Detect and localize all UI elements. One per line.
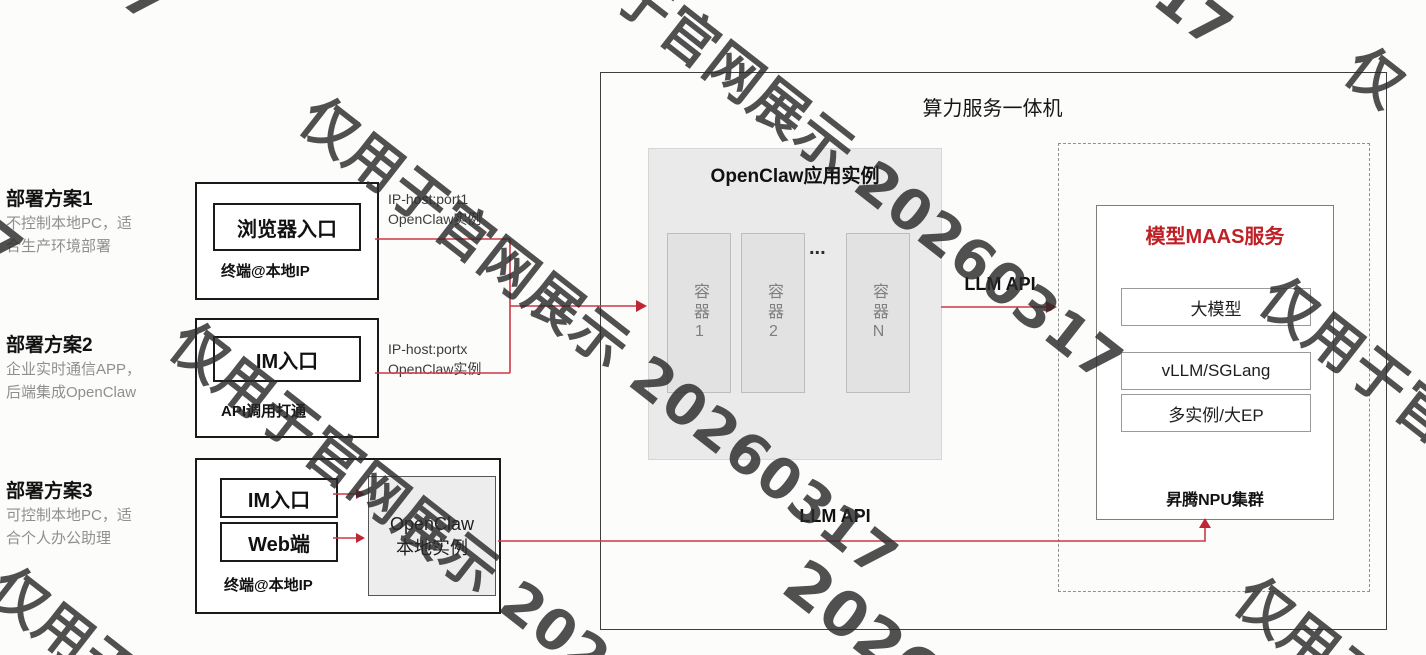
maas-title: 模型MAAS服务 xyxy=(1145,226,1285,248)
local-instance-line1: OpenClaw xyxy=(389,513,475,534)
deployment-2-box: IM入口 API调用打通 xyxy=(195,318,379,438)
browser-entry-box: 浏览器入口 xyxy=(213,203,361,251)
deployment-1-footer: 终端@本地IP xyxy=(221,263,310,280)
connection-label-portx-line2: OpenClaw实例 xyxy=(388,360,482,377)
maas-dashed-region xyxy=(1058,143,1370,592)
deployment-1-desc-line1: 不控制本地PC，适 xyxy=(6,215,132,232)
llm-api-label-top: LLM API xyxy=(964,274,1036,294)
deployment-1-title: 部署方案1 xyxy=(6,189,93,210)
deployment-2-footer: API调用打通 xyxy=(221,403,307,420)
maas-npu-cluster-label: 昇腾NPU集群 xyxy=(1166,492,1264,509)
deployment-3-footer: 终端@本地IP xyxy=(224,577,313,594)
deployment-1-box: 浏览器入口 终端@本地IP xyxy=(195,182,379,300)
compute-appliance-title: 算力服务一体机 xyxy=(922,98,1063,120)
connection-label-port1-line1: IP-host:port1 xyxy=(388,191,469,207)
llm-api-label-bottom: LLM API xyxy=(799,506,871,526)
maas-item-multi-instance: 多实例/大EP xyxy=(1121,394,1311,432)
deployment-3-box: IM入口 Web端 OpenClaw 本地实例 终端@本地IP xyxy=(195,458,501,614)
im-entry-box-2: IM入口 xyxy=(220,478,338,518)
deployment-1-desc-line2: 合生产环境部署 xyxy=(6,238,112,256)
maas-item-large-model: 大模型 xyxy=(1121,288,1311,326)
container-n-label: 容器N xyxy=(870,282,887,344)
openclaw-app-panel: OpenClaw应用实例 容器1 容器2 ... 容器N xyxy=(648,148,942,460)
connection-label-port1: IP-host:port1 OpenClaw实例 xyxy=(388,190,481,229)
connection-label-portx-line1: IP-host:portx xyxy=(388,341,468,357)
watermark-fragment: 7 xyxy=(110,0,182,38)
connection-label-portx: IP-host:portx OpenClaw实例 xyxy=(388,340,481,379)
container-2-label: 容器2 xyxy=(765,282,782,344)
openclaw-local-instance-box: OpenClaw 本地实例 xyxy=(368,476,496,596)
deployment-2-desc-line2: 后端集成OpenClaw xyxy=(6,384,137,402)
container-2-box: 容器2 xyxy=(741,233,805,393)
container-1-label: 容器1 xyxy=(691,282,708,344)
connection-label-port1-line2: OpenClaw实例 xyxy=(388,210,482,227)
maas-service-box: 模型MAAS服务 大模型 vLLM/SGLang 多实例/大EP 昇腾NPU集群 xyxy=(1096,205,1334,520)
local-instance-line2: 本地实例 xyxy=(396,538,468,558)
maas-item-vllm-sglang: vLLM/SGLang xyxy=(1121,352,1311,390)
deployment-2-title: 部署方案2 xyxy=(6,335,93,356)
openclaw-app-panel-title: OpenClaw应用实例 xyxy=(710,166,880,187)
deployment-1-desc: 不控制本地PC，适 合生产环境部署 xyxy=(6,212,132,259)
container-1-box: 容器1 xyxy=(667,233,731,393)
deployment-3-desc-line1: 可控制本地PC，适 xyxy=(6,507,132,524)
web-entry-box: Web端 xyxy=(220,522,338,562)
watermark-fragment: 317 xyxy=(1109,0,1245,64)
deployment-2-desc: 企业实时通信APP， 后端集成OpenClaw xyxy=(6,358,141,405)
deployment-3-desc-line2: 合个人办公助理 xyxy=(6,530,112,548)
containers-ellipsis: ... xyxy=(809,237,826,259)
im-entry-box: IM入口 xyxy=(213,336,361,382)
deployment-3-desc: 可控制本地PC，适 合个人办公助理 xyxy=(6,504,132,551)
deployment-2-desc-line1: 企业实时通信APP， xyxy=(6,361,142,378)
deployment-3-title: 部署方案3 xyxy=(6,481,93,502)
container-n-box: 容器N xyxy=(846,233,910,393)
